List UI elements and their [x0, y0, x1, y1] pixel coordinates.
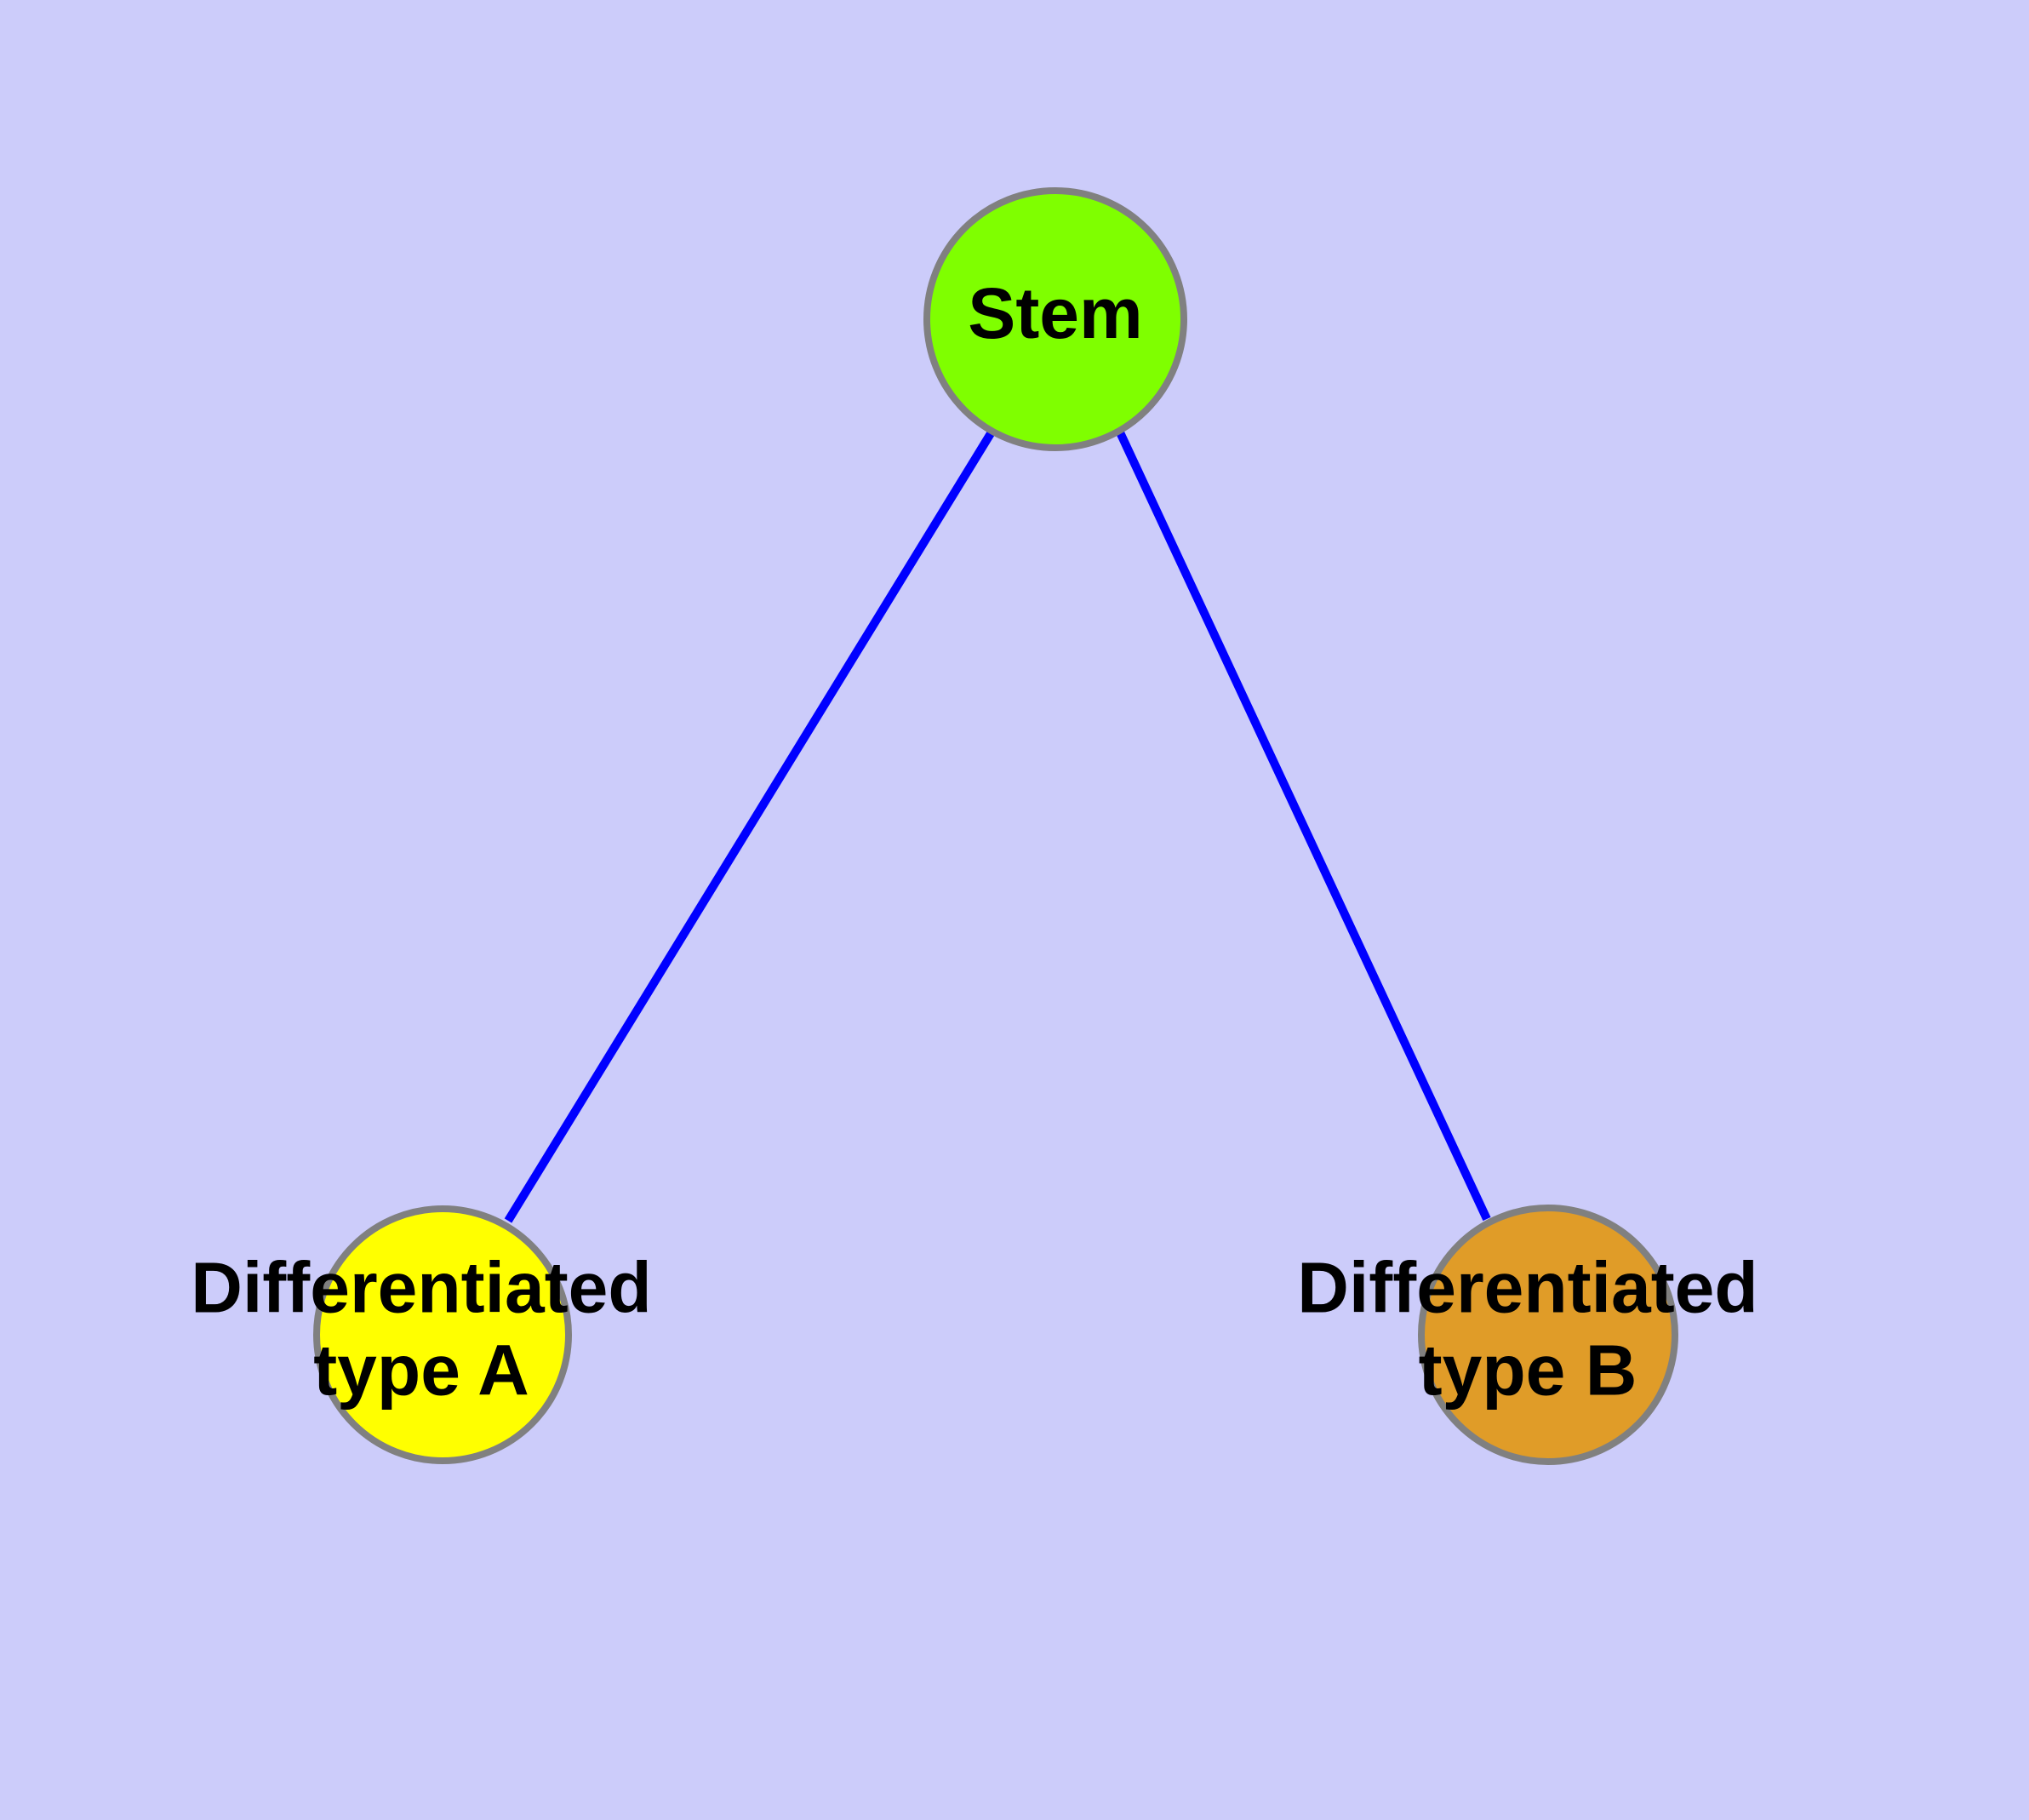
- node-label-line: type B: [1419, 1330, 1637, 1410]
- node-differentiated-type-b[interactable]: [1418, 1205, 1678, 1465]
- edge-stem-to-differentiated-type-a[interactable]: [504, 428, 997, 1223]
- node-label-line: Stem: [968, 273, 1142, 353]
- node-differentiated-type-a[interactable]: [313, 1205, 572, 1464]
- nodes-group: [313, 187, 1678, 1465]
- edges-group: [504, 428, 1491, 1223]
- node-stem[interactable]: [923, 187, 1187, 451]
- node-label-line: Differentiated: [191, 1248, 651, 1328]
- edge-stem-to-differentiated-type-b[interactable]: [1116, 430, 1491, 1222]
- node-label-line: Differentiated: [1297, 1248, 1758, 1328]
- node-label-line: type A: [313, 1330, 529, 1410]
- node-label-stem: Stem: [968, 273, 1142, 353]
